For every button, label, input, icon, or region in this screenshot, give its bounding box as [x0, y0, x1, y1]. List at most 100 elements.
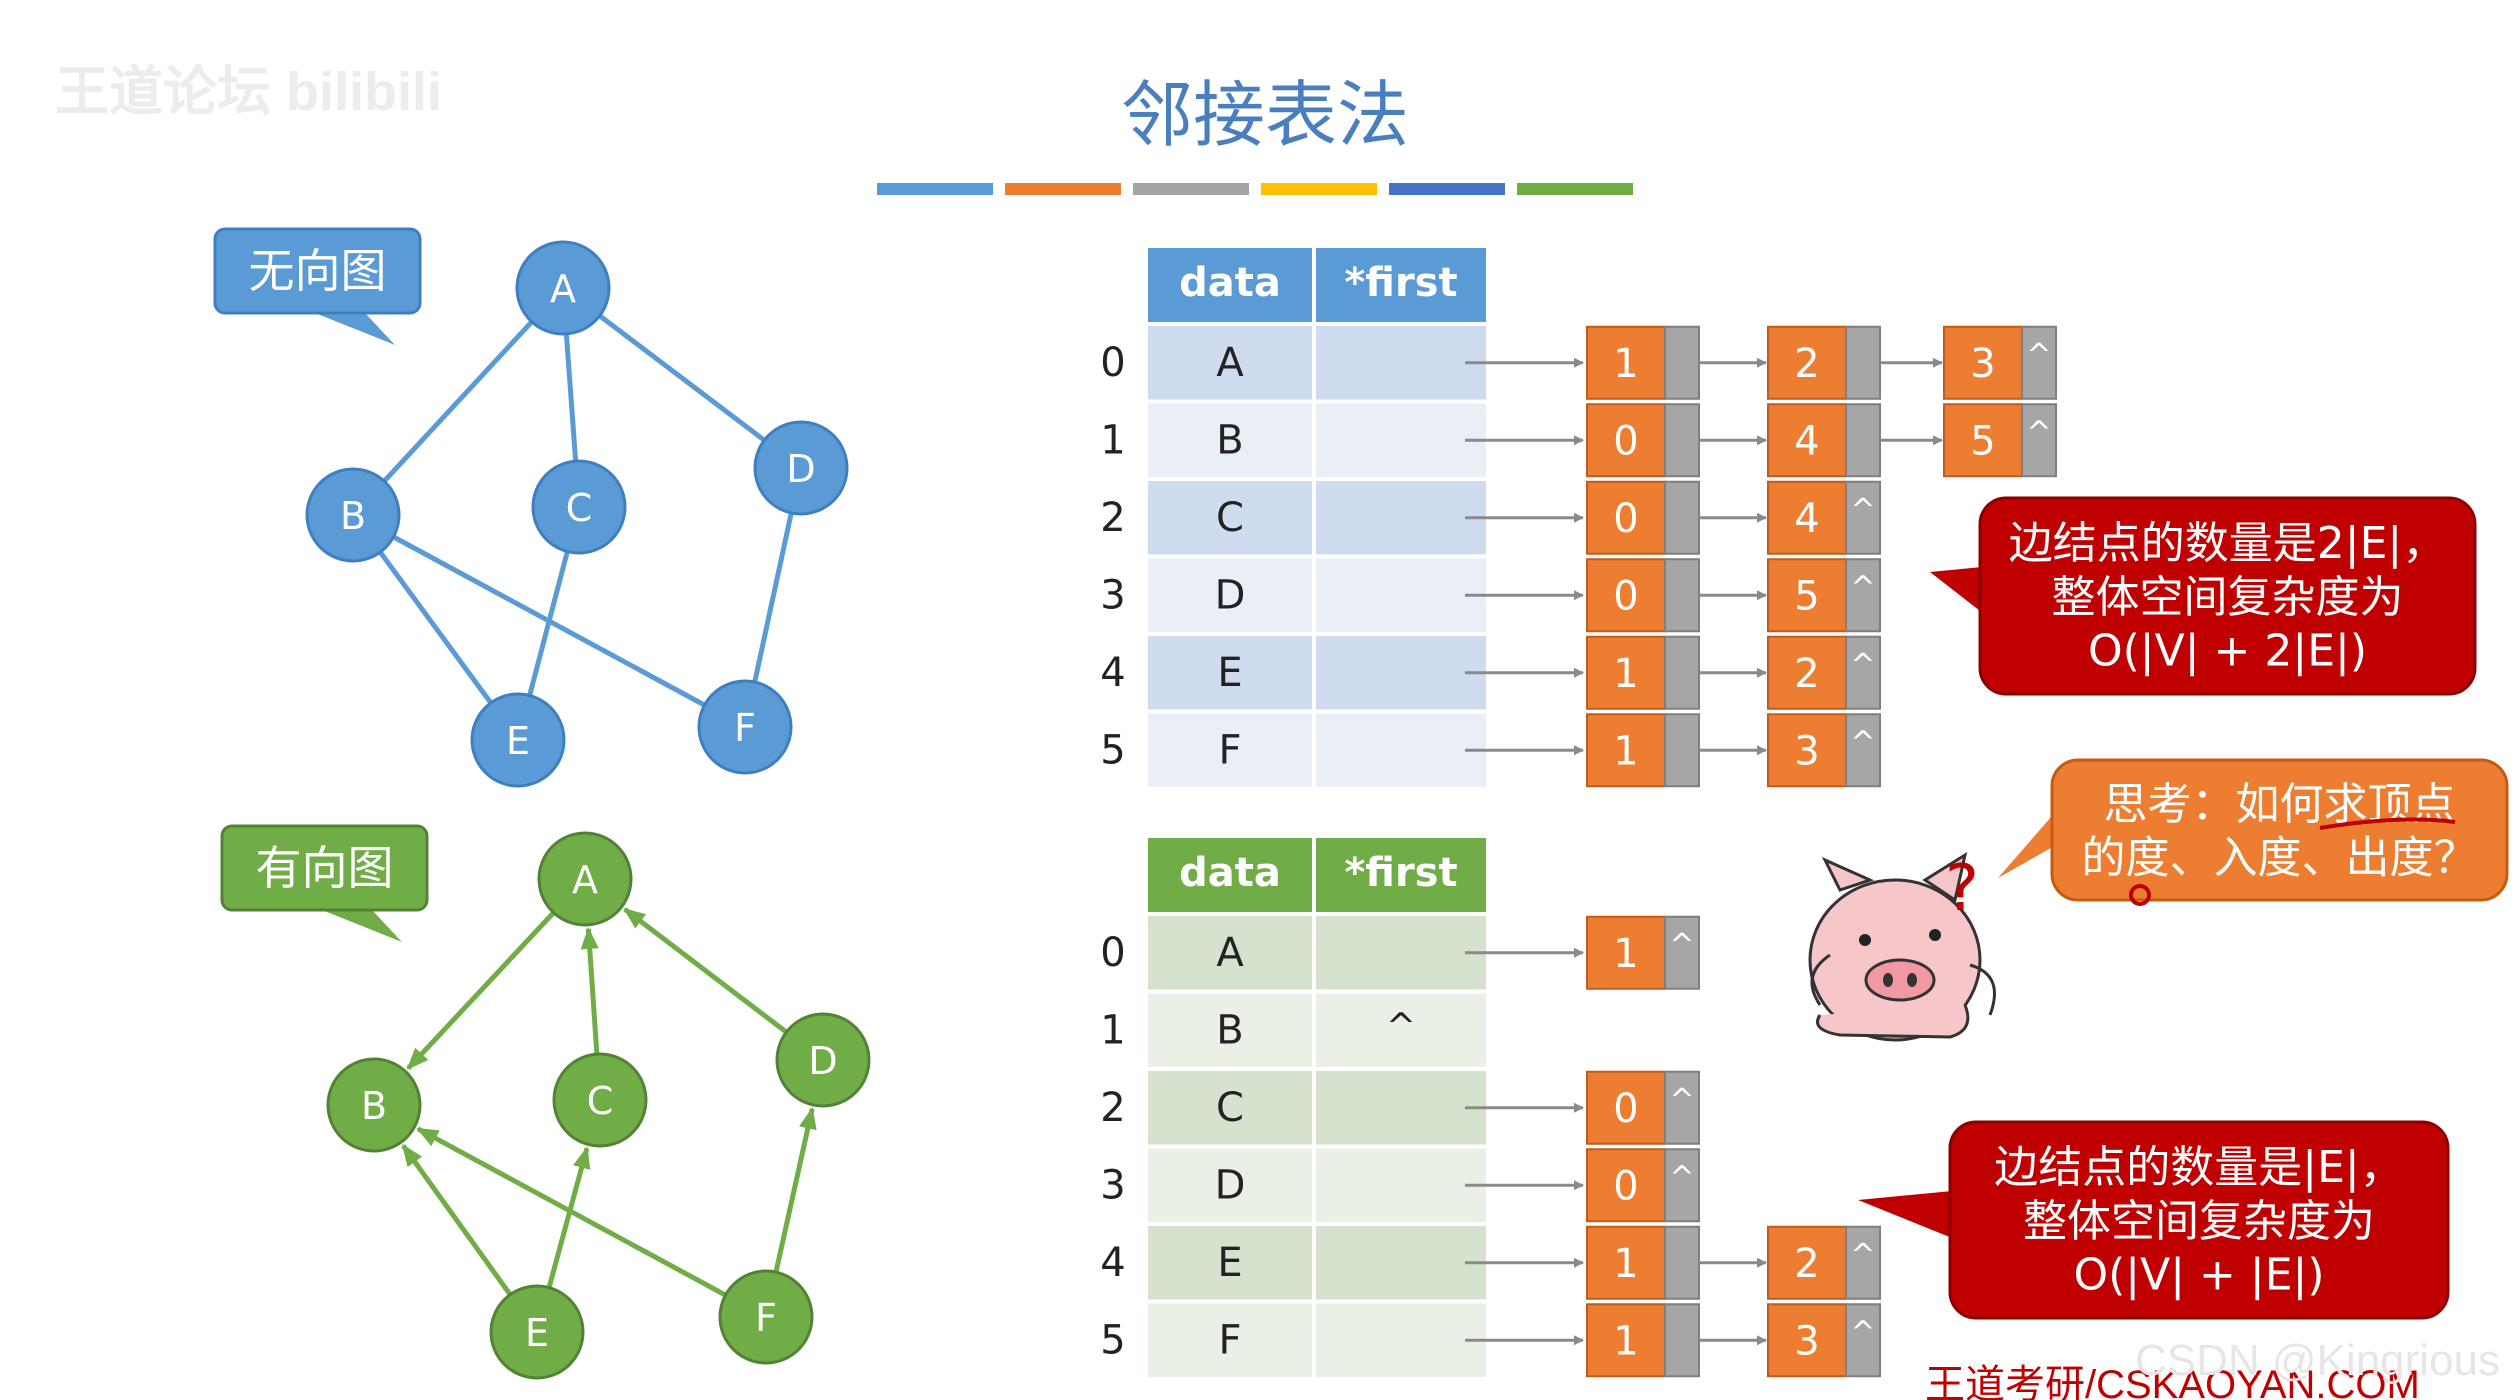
undirected-table-row-5-node-1-null: ^ — [1850, 725, 1875, 760]
undirected-table-row-5-node-1-value: 3 — [1794, 728, 1819, 774]
directed-table-row-2-data-cell — [1148, 1071, 1312, 1145]
undirected-space-callout-line-0: 边结点的数量是2|E|， — [2009, 518, 2446, 569]
title-bar-2 — [1133, 183, 1249, 195]
title-bar-5 — [1517, 183, 1633, 195]
directed-node-F — [718, 1269, 814, 1365]
directed-table-row-2-index: 2 — [1100, 1085, 1125, 1131]
undirected-table-row-2-node-0-value-cell — [1586, 480, 1666, 555]
undirected-table-row-5-node-0-value-cell — [1586, 713, 1666, 788]
directed-table-header-data-cell — [1148, 838, 1312, 912]
undirected-table-row-4-node-1-value: 2 — [1794, 651, 1819, 697]
undirected-node-label-A: A — [550, 267, 576, 311]
directed-edge-FB — [416, 1126, 727, 1298]
directed-table-row-5-data-cell — [1148, 1303, 1312, 1377]
undirected-table-row-0-first-cell — [1316, 326, 1486, 400]
directed-table-row-0-node-0-value: 1 — [1613, 931, 1638, 977]
directed-table-header-first: *first — [1344, 850, 1457, 896]
undirected-table-row-2-node-0-next-cell — [1664, 480, 1700, 555]
undirected-table-row-3-node-0-value: 0 — [1613, 573, 1638, 619]
undirected-table-row-4-node-0-value: 1 — [1613, 651, 1638, 697]
footer-site: 王道考研/CSKAOYAN.COM — [1925, 1363, 2420, 1400]
directed-node-E — [489, 1284, 585, 1380]
undirected-table-row-2-node-1-value: 4 — [1794, 496, 1819, 542]
undirected-table-row-1-node-2-next-cell — [2021, 403, 2057, 478]
directed-table-row-1-first-cell — [1316, 993, 1486, 1067]
undirected-table-header-first-cell — [1316, 248, 1486, 322]
directed-edge-EC — [546, 1146, 591, 1289]
undirected-table-row-0-node-2-null: ^ — [2026, 338, 2051, 373]
directed-label: 有向图 — [256, 841, 394, 895]
directed-table-row-1-index: 1 — [1100, 1008, 1125, 1054]
undirected-table-row-3-node-1-value-cell — [1767, 558, 1847, 633]
directed-table-row-1-data-cell — [1148, 993, 1312, 1067]
directed-table-row-4-node-0-value: 1 — [1613, 1241, 1638, 1287]
undirected-edge-CE — [527, 550, 570, 697]
undirected-node-label-B: B — [340, 494, 366, 538]
undirected-node-E — [470, 692, 566, 788]
undirected-space-callout-tail — [1930, 566, 1986, 616]
directed-table-row-0-node-0-null: ^ — [1669, 928, 1694, 963]
undirected-node-A — [515, 240, 611, 336]
undirected-table-row-0-node-1-value: 2 — [1794, 341, 1819, 387]
undirected-table-row-0-node-2-value: 3 — [1970, 341, 1995, 387]
undirected-node-B — [305, 467, 401, 563]
undirected-table-row-4-node-1-next-cell — [1845, 635, 1881, 710]
title-color-bars — [877, 183, 1633, 195]
directed-node-label-D: D — [808, 1039, 837, 1083]
directed-table-row-2-node-0-value: 0 — [1613, 1086, 1638, 1132]
directed-table-row-2-first-cell — [1316, 1071, 1486, 1145]
directed-space-callout-line-1: 整体空间复杂度为 — [2023, 1196, 2375, 1247]
directed-table-header-data: data — [1179, 850, 1281, 896]
directed-table-row-0-data-cell — [1148, 916, 1312, 990]
footer-csdn: CSDN @Kingrious — [2135, 1336, 2500, 1385]
directed-table-row-5-node-0-value-cell — [1586, 1303, 1666, 1378]
undirected-table-row-0-data-cell — [1148, 326, 1312, 400]
directed-node-label-E: E — [525, 1311, 549, 1355]
directed-table-row-2-data: C — [1216, 1085, 1244, 1131]
circle-mark — [2129, 884, 2151, 906]
undirected-table-row-2-node-0-value: 0 — [1613, 496, 1638, 542]
directed-table-row-4-node-1-value: 2 — [1794, 1241, 1819, 1287]
undirected-edge-AD — [598, 313, 766, 443]
undirected-table-row-3-index: 3 — [1100, 573, 1125, 619]
pig-mascot-icon — [1808, 851, 1996, 1042]
undirected-table-row-1-node-2-value-cell — [1943, 403, 2023, 478]
directed-table-row-3-first-cell — [1316, 1148, 1486, 1222]
undirected-label-box — [213, 227, 422, 315]
undirected-table-row-0-data: A — [1216, 340, 1244, 386]
undirected-table-row-1-node-1-value-cell — [1767, 403, 1847, 478]
undirected-label: 无向图 — [249, 244, 387, 298]
undirected-table-row-3-data-cell — [1148, 558, 1312, 632]
undirected-node-D — [753, 420, 849, 516]
undirected-edge-DF — [752, 512, 794, 683]
undirected-table-row-0-node-1-next-cell — [1845, 325, 1881, 400]
directed-table-row-1-first: ^ — [1386, 1007, 1416, 1048]
undirected-table-row-4-first-cell — [1316, 636, 1486, 710]
undirected-table-row-0-node-2-value-cell — [1943, 325, 2023, 400]
undirected-table-row-5-node-0-value: 1 — [1613, 728, 1638, 774]
directed-table-row-3-data: D — [1215, 1163, 1246, 1209]
undirected-table-row-2-index: 2 — [1100, 495, 1125, 541]
directed-table-row-3-index: 3 — [1100, 1163, 1125, 1209]
undirected-table-row-4-node-0-next-cell — [1664, 635, 1700, 710]
undirected-table-header-first: *first — [1344, 260, 1457, 306]
undirected-node-label-F: F — [734, 706, 756, 750]
directed-node-label-C: C — [587, 1079, 614, 1123]
directed-table-header-first-cell — [1316, 838, 1486, 912]
undirected-table-row-5-index: 5 — [1100, 728, 1125, 774]
directed-table-row-4-node-1-null: ^ — [1850, 1238, 1875, 1273]
directed-table-row-2-node-0-next-cell — [1664, 1070, 1700, 1145]
undirected-table-row-5-node-1-next-cell — [1845, 713, 1881, 788]
directed-table-row-2-node-0-value-cell — [1586, 1070, 1666, 1145]
undirected-table-row-1-node-1-next-cell — [1845, 403, 1881, 478]
directed-label-tail — [322, 910, 402, 942]
directed-edge-FD — [773, 1106, 817, 1273]
directed-table-row-5-node-1-next-cell — [1845, 1303, 1881, 1378]
directed-node-B — [326, 1057, 422, 1153]
undirected-table-row-1-node-2-null: ^ — [2026, 415, 2051, 450]
